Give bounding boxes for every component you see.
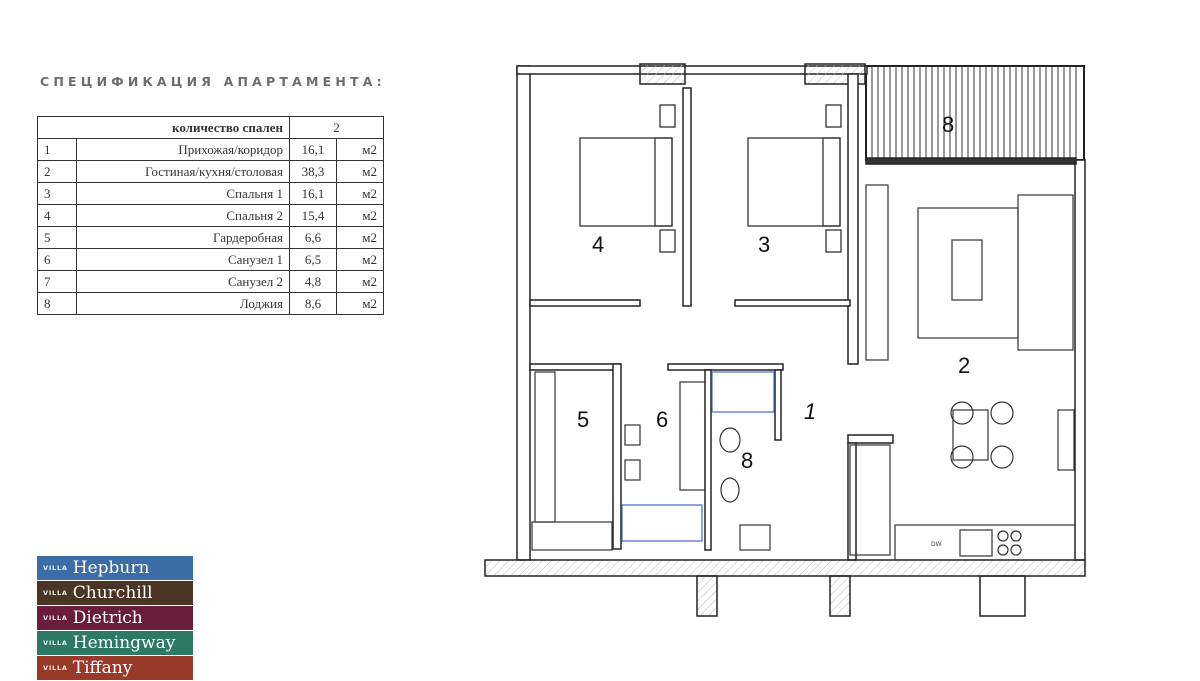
spec-title: СПЕЦИФИКАЦИЯ АПАРТАМЕНТА: — [40, 74, 386, 89]
walls — [484, 63, 1086, 617]
beds — [579, 104, 842, 253]
row-label: Гостиная/кухня/столовая — [76, 160, 290, 183]
villa-logo-dietrich: VILLA Dietrich — [37, 606, 193, 630]
row-area: 38,3 — [289, 160, 337, 183]
villa-logo-hemingway: VILLA Hemingway — [37, 631, 193, 655]
villa-name: Churchill — [72, 582, 153, 603]
villa-prefix: VILLA — [43, 589, 68, 597]
loggia — [865, 65, 1085, 161]
villa-prefix: VILLA — [43, 664, 68, 672]
villa-name: Tiffany — [72, 657, 133, 678]
room-label-bath2: 8 — [741, 448, 753, 473]
row-unit: м2 — [336, 248, 384, 271]
row-unit: м2 — [336, 270, 384, 293]
room-label-bath1: 6 — [656, 407, 668, 432]
villa-name: Hemingway — [72, 632, 176, 653]
row-unit: м2 — [336, 160, 384, 183]
villa-logo-churchill: VILLA Churchill — [37, 581, 193, 605]
row-area: 8,6 — [289, 292, 337, 315]
row-unit: м2 — [336, 182, 384, 205]
room-label-loggia: 8 — [942, 112, 954, 137]
dishwasher-label: DW — [931, 541, 942, 548]
room-label-living: 2 — [958, 353, 970, 378]
room-label-bedroom1: 3 — [758, 232, 770, 257]
row-unit: м2 — [336, 292, 384, 315]
row-area: 16,1 — [289, 182, 337, 205]
row-label: Лоджия — [76, 292, 290, 315]
villa-prefix: VILLA — [43, 564, 68, 572]
row-label: Санузел 2 — [76, 270, 290, 293]
row-unit: м2 — [336, 204, 384, 227]
table-header-row: количество спален 2 — [37, 116, 384, 139]
row-label: Спальня 1 — [76, 182, 290, 205]
villa-logo-hepburn: VILLA Hepburn — [37, 556, 193, 580]
room-label-hall: 1 — [804, 399, 816, 424]
room-label-wardrobe: 5 — [577, 407, 589, 432]
living-furniture — [531, 184, 1076, 561]
villa-name: Dietrich — [72, 607, 143, 628]
villa-prefix: VILLA — [43, 614, 68, 622]
row-label: Спальня 2 — [76, 204, 290, 227]
villa-prefix: VILLA — [43, 639, 68, 647]
row-area: 6,5 — [289, 248, 337, 271]
villa-logo-tiffany: VILLA Tiffany — [37, 656, 193, 680]
room-label-bedroom2: 4 — [592, 232, 604, 257]
row-unit: м2 — [336, 226, 384, 249]
villa-name: Hepburn — [72, 557, 150, 578]
